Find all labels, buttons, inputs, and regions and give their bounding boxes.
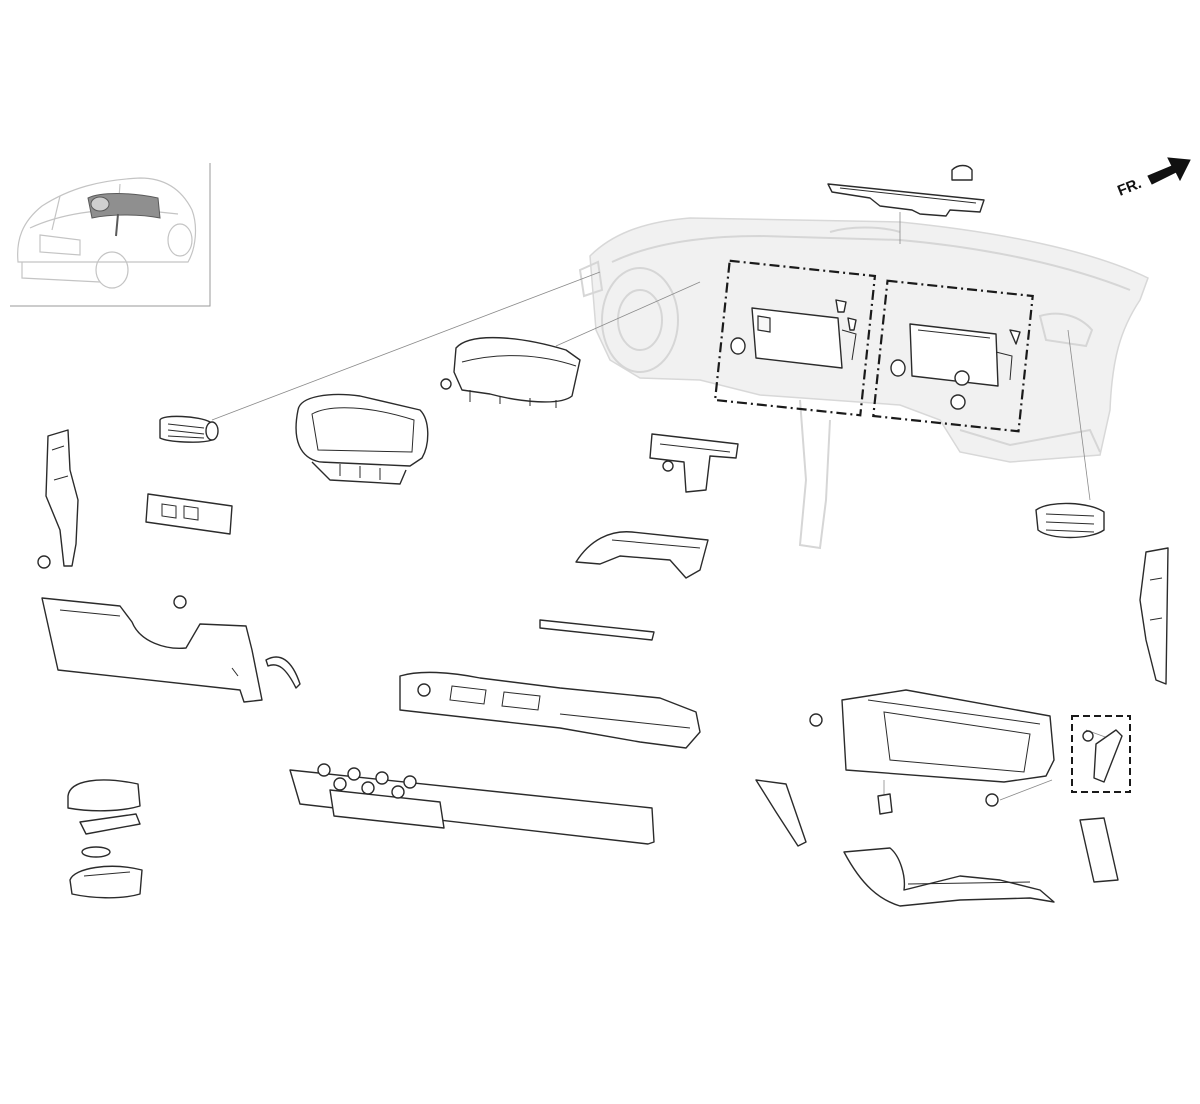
center-cluster-garnish <box>575 531 709 579</box>
front-direction-label: FR. <box>1115 175 1144 200</box>
lower-side-trim-right <box>1079 817 1119 883</box>
meter-hood-bezel <box>295 393 429 485</box>
trim-strip <box>539 619 655 641</box>
highlighted-dashboard-icon <box>87 193 161 237</box>
front-direction-marker: FR. <box>1115 157 1191 200</box>
center-display-unit-left <box>713 259 877 417</box>
glove-box-assembly <box>809 689 1055 815</box>
upper-panel-garnish <box>827 164 985 217</box>
glove-box-damper <box>1071 715 1131 793</box>
vehicle-outline-icon <box>17 177 197 289</box>
vehicle-locator-inset <box>10 163 211 307</box>
lower-under-cover <box>843 847 1055 907</box>
combination-meter-assembly <box>440 336 581 408</box>
side-trim-right <box>1139 547 1169 685</box>
arrow-front-icon <box>1147 157 1191 185</box>
instrument-panel-ghost <box>578 217 1149 550</box>
lower-center-trim <box>289 763 655 845</box>
center-display-unit-right <box>872 279 1034 433</box>
side-vent-right <box>1035 502 1105 539</box>
lower-side-trim-left <box>755 779 807 847</box>
side-trim-left <box>37 429 79 569</box>
center-register-panel <box>399 671 701 749</box>
side-vent-left <box>159 415 219 443</box>
lower-panel-left <box>41 595 301 703</box>
center-bracket <box>649 433 739 493</box>
switch-panel <box>145 493 233 535</box>
start-switch-parts <box>67 779 143 899</box>
